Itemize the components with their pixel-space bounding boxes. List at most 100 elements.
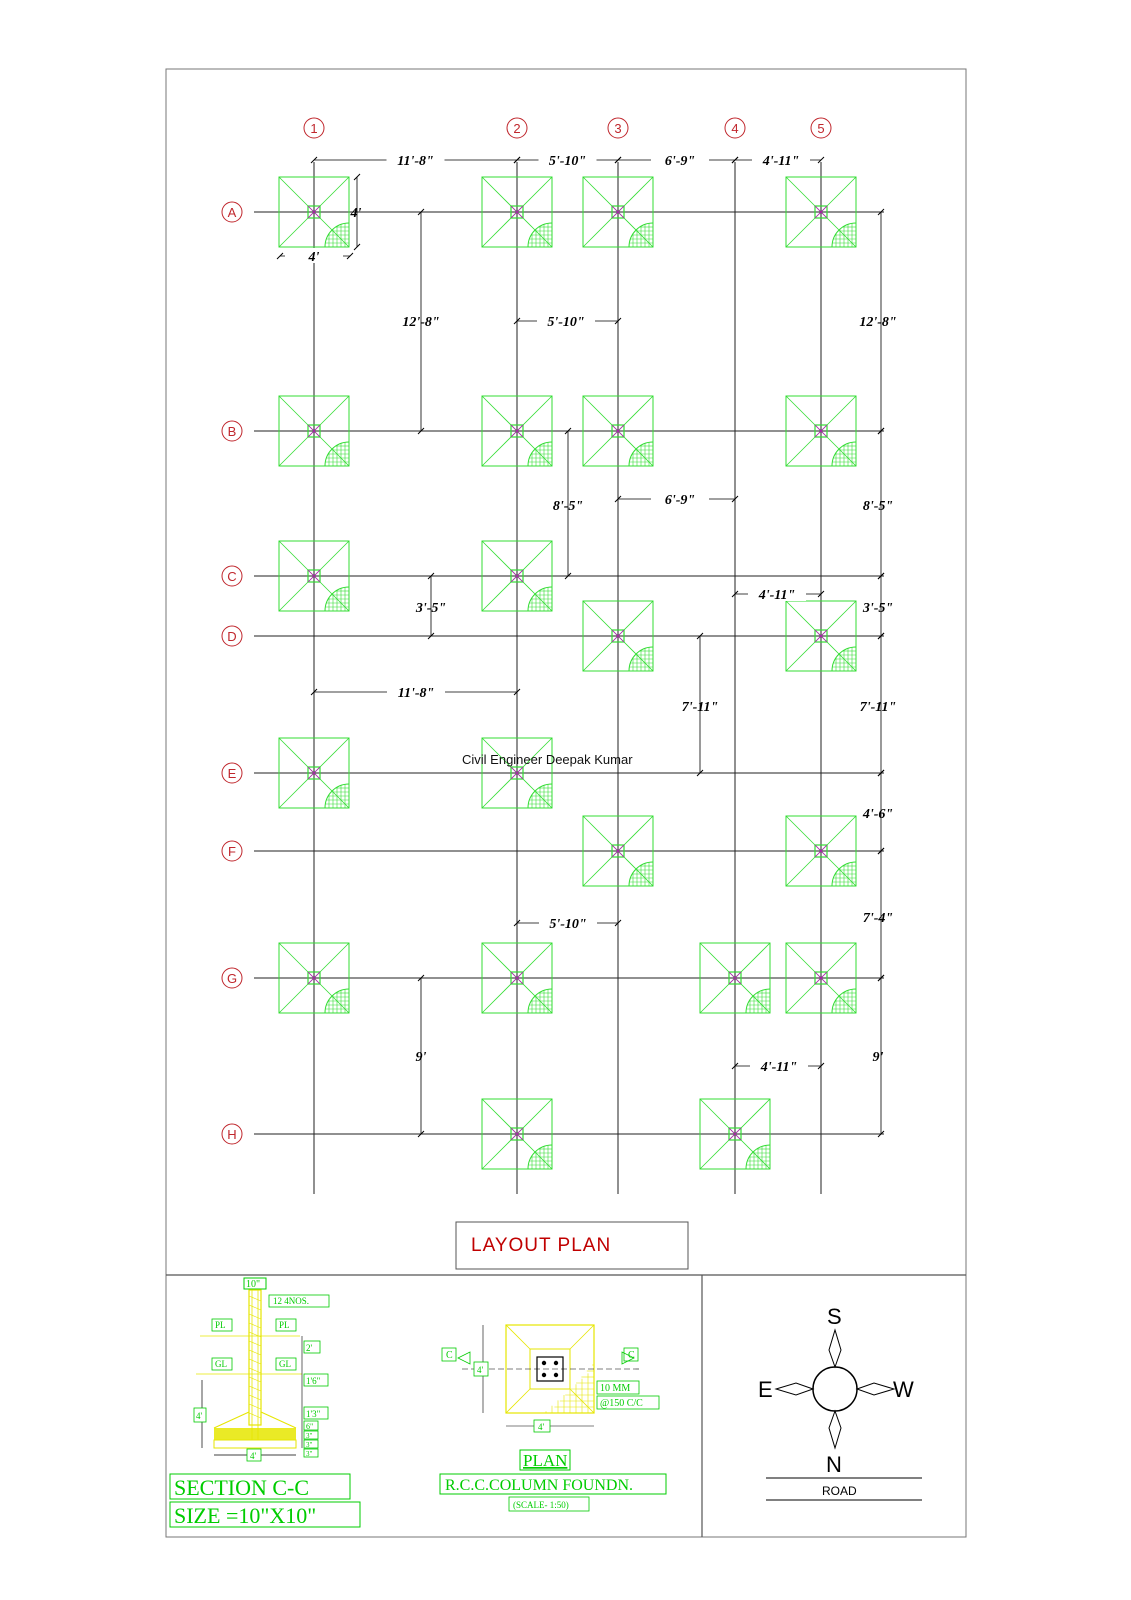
section-dim-3a-box	[303, 1430, 319, 1440]
footing	[278, 737, 350, 809]
plan-bar-2	[553, 1360, 559, 1366]
plan-bar-1	[541, 1360, 547, 1366]
grid-bubble-label: A	[228, 205, 237, 220]
grid-bubble-label: 1	[310, 121, 317, 136]
section-width-label: 4'	[250, 1451, 257, 1461]
plan-bar-label-2: @150 C/C	[600, 1398, 643, 1409]
dimension-label: 7'-11"	[682, 700, 719, 715]
section-dim-2-box	[303, 1340, 321, 1354]
grid-bubble-label: H	[227, 1127, 236, 1142]
footing	[278, 540, 350, 612]
section-bars-box	[268, 1294, 330, 1308]
section-dim-3c-box	[303, 1448, 319, 1458]
compass-arrow-south	[828, 1328, 842, 1369]
dimension-mid-23-fg: 5'-10"	[513, 915, 622, 932]
dimension-right-cd: 3'-5"	[862, 572, 893, 640]
sheet-border	[165, 68, 967, 1538]
grid-bubble-label: 3	[614, 121, 621, 136]
grid-lines	[254, 162, 884, 1194]
section-pcc	[213, 1439, 297, 1449]
grid-bubble-label: F	[228, 844, 236, 859]
grid-bubble-col-2: 2	[506, 117, 528, 139]
dimension-mid-23-ab: 5'-10"	[513, 313, 622, 330]
section-pl-left-box	[211, 1318, 233, 1332]
grid-bubble-col-3: 3	[607, 117, 629, 139]
plan-bar-label-1: 10 MM	[600, 1383, 630, 1394]
plan-section-mark-left-box	[441, 1347, 457, 1362]
section-caption-2: SIZE =10"X10"	[174, 1503, 316, 1528]
dimension-mid-de: 7'-11"	[682, 632, 719, 777]
dimension-label: 11'-8"	[397, 154, 434, 169]
grid-bubble-col-4: 4	[724, 117, 746, 139]
dimension-left-12-de: 11'-8"	[310, 684, 521, 701]
plan-bar-3	[541, 1372, 547, 1378]
grid-bubble-row-c: C	[221, 565, 243, 587]
section-gl-right: GL	[279, 1359, 291, 1369]
dimension-left-gh: 9'	[416, 974, 427, 1138]
plan-caption-3: (SCALE- 1:50)	[513, 1500, 569, 1510]
plan-caption-3-box	[508, 1496, 590, 1512]
plan-bar-label-1-box	[596, 1380, 640, 1395]
footing	[278, 395, 350, 467]
dimension-lines: 11'-8" 5'-10" 6'-9" 4'-11" 4' 4' 12'-8" 5'-10" 1…	[276, 152, 897, 1138]
grid-bubble-row-h: H	[221, 1123, 243, 1145]
grid-bubble-row-e: E	[221, 762, 243, 784]
grid-bubble-label: 2	[513, 121, 520, 136]
section-height-label: 4'	[196, 1411, 203, 1421]
dimension-right-ab: 12'-8"	[859, 208, 897, 435]
road-label: ROAD	[822, 1484, 857, 1498]
section-gl-left: GL	[215, 1359, 227, 1369]
section-pl-right-box	[275, 1318, 297, 1332]
dimension-top-2-3: 5'-10"	[513, 152, 622, 169]
dimension-top-1-2: 11'-8"	[310, 152, 521, 169]
dimension-label: 4'	[350, 206, 362, 221]
footing	[785, 815, 857, 887]
section-caption-1: SECTION C-C	[174, 1475, 309, 1500]
section-dim-6-box	[303, 1420, 319, 1431]
section-dim-3c: 3"	[306, 1450, 313, 1458]
dimension-label: 6'-9"	[665, 154, 695, 169]
section-dim-6: 6"	[306, 1422, 313, 1431]
section-dim-2: 2'	[306, 1343, 313, 1353]
dimension-label: 9'	[873, 1050, 884, 1065]
footing	[582, 395, 654, 467]
footing	[582, 176, 654, 248]
plan-bar-4	[553, 1372, 559, 1378]
plan-section-mark-right-box	[623, 1347, 639, 1362]
plan-caption-1-box	[519, 1449, 571, 1471]
compass-circle	[812, 1366, 858, 1412]
dimension-label: 8'-5"	[553, 499, 583, 514]
section-caption-1-box	[169, 1473, 351, 1500]
grid-bubble-label: 4	[731, 121, 738, 136]
plan-diag-3	[505, 1388, 531, 1414]
dimension-footing-w: 4'	[276, 248, 354, 265]
footing	[785, 176, 857, 248]
dimension-label: 4'-11"	[760, 1060, 798, 1075]
plan-detail: C C 4' 4' 10 MM @150 C/C PLAN R.C.C.COLU…	[439, 1324, 667, 1512]
grid-bubble-label: E	[228, 766, 237, 781]
dimension-right-ef: 4'-6"	[862, 769, 893, 855]
footing	[785, 395, 857, 467]
dimension-mid-bc: 8'-5"	[553, 427, 583, 580]
dimension-left-ab: 12'-8"	[402, 208, 440, 435]
grid-bubble-row-d: D	[221, 625, 243, 647]
dimension-label: 4'-6"	[862, 807, 893, 822]
section-dim-3b-box	[303, 1439, 319, 1449]
plan-section-mark-left: C	[446, 1350, 453, 1361]
footing	[481, 1098, 553, 1170]
section-dim-16-box	[303, 1373, 329, 1387]
dimension-label: 8'-5"	[863, 499, 893, 514]
grid-bubble-row-g: G	[221, 967, 243, 989]
section-footing-base	[214, 1428, 296, 1440]
footing	[481, 540, 553, 612]
plan-diag-1	[505, 1324, 531, 1350]
section-width-box	[246, 1448, 262, 1462]
section-detail: 10" 12 4NOS. PL PL GL GL 4' 4' 2' 1'6" 1…	[169, 1277, 361, 1528]
dimension-label: 4'-11"	[762, 154, 800, 169]
compass-label-top: S	[827, 1304, 842, 1329]
footings	[278, 176, 857, 1170]
dimension-label: 12'-8"	[402, 315, 439, 330]
dimension-mid-34-bc: 6'-9"	[614, 491, 739, 508]
dimension-left-cd: 3'-5"	[415, 572, 446, 640]
dimension-label: 5'-10"	[549, 917, 586, 932]
